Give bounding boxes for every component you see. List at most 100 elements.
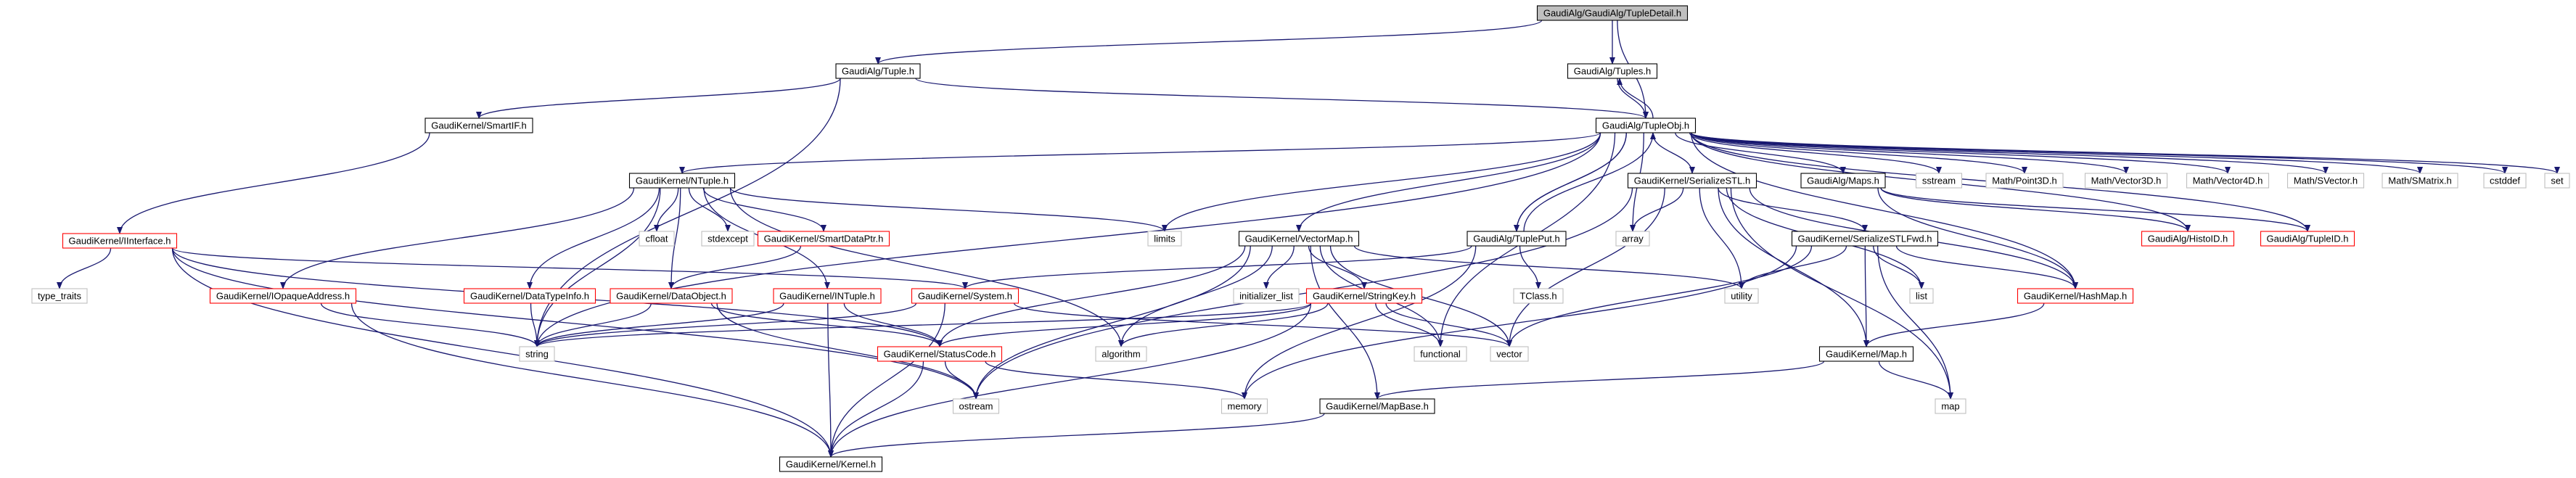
node-memory[interactable]: memory <box>1221 398 1268 414</box>
node-box <box>1095 346 1147 362</box>
node-label: GaudiKernel/SerializeSTL.h <box>1634 176 1750 186</box>
node-math-vector4d-h[interactable]: Math/Vector4D.h <box>2186 173 2270 189</box>
node-tclass-h[interactable]: TClass.h <box>1513 288 1564 304</box>
node-math-point3d-h[interactable]: Math/Point3D.h <box>1985 173 2064 189</box>
edge-tupleobj-to-sstream <box>1689 132 1942 174</box>
node-box <box>773 288 882 304</box>
node-math-vector3d-h[interactable]: Math/Vector3D.h <box>2084 173 2168 189</box>
node-initializer-list[interactable]: initializer_list <box>1233 288 1300 304</box>
node-gaudialg-tuples-h[interactable]: GaudiAlg/Tuples.h <box>1567 63 1658 79</box>
node-gaudikernel-vectormap-h[interactable]: GaudiKernel/VectorMap.h <box>1238 231 1360 247</box>
node-gaudikernel-statuscode-h[interactable]: GaudiKernel/StatusCode.h <box>877 346 1003 362</box>
node-label: limits <box>1154 234 1176 244</box>
node-label: GaudiKernel/Map.h <box>1826 349 1907 360</box>
node-ostream[interactable]: ostream <box>952 398 1000 414</box>
node-gaudikernel-datatypeinfo-h[interactable]: GaudiKernel/DataTypeInfo.h <box>463 288 596 304</box>
node-gaudikernel-map-h[interactable]: GaudiKernel/Map.h <box>1818 346 1914 362</box>
node-label: GaudiKernel/StringKey.h <box>1313 291 1416 302</box>
node-cstddef[interactable]: cstddef <box>2483 173 2527 189</box>
node-label: vector <box>1496 349 1522 360</box>
node-functional[interactable]: functional <box>1414 346 1467 362</box>
node-limits[interactable]: limits <box>1147 231 1182 247</box>
edge-tupleobj-to-smatrix <box>1690 132 2423 174</box>
node-label: GaudiKernel/HashMap.h <box>2024 291 2127 302</box>
node-label: GaudiKernel/Kernel.h <box>786 459 876 470</box>
node-gaudialg-tupleput-h[interactable]: GaudiAlg/TuplePut.h <box>1467 231 1567 247</box>
node-set[interactable]: set <box>2544 173 2570 189</box>
edge-intuple-to-statuscode <box>843 302 943 347</box>
node-vector[interactable]: vector <box>1490 346 1529 362</box>
node-string[interactable]: string <box>519 346 555 362</box>
node-gaudikernel-serializestlfwd-h[interactable]: GaudiKernel/SerializeSTLFwd.h <box>1791 231 1939 247</box>
edge-system-to-kernel <box>828 302 946 458</box>
edge-datatypeinfo-to-string <box>530 302 540 347</box>
node-box <box>2186 173 2270 189</box>
edge-serstl-to-serstlfwd <box>1718 187 1868 232</box>
node-gaudikernel-smartif-h[interactable]: GaudiKernel/SmartIF.h <box>424 118 533 133</box>
node-array[interactable]: array <box>1615 231 1650 247</box>
node-gaudikernel-mapbase-h[interactable]: GaudiKernel/MapBase.h <box>1319 398 1435 414</box>
node-math-smatrix-h[interactable]: Math/SMatrix.h <box>2382 173 2458 189</box>
edge-serstl-to-vector <box>1506 187 1665 347</box>
edge-ntuple-to-dataobject <box>668 187 681 289</box>
node-type-traits[interactable]: type_traits <box>31 288 88 304</box>
node-gaudikernel-kernel-h[interactable]: GaudiKernel/Kernel.h <box>779 456 883 472</box>
node-gaudialg-histoid-h[interactable]: GaudiAlg/HistoID.h <box>2141 231 2235 247</box>
node-label: sstream <box>1922 176 1956 186</box>
edge-statuscode-to-memory <box>985 360 1247 400</box>
edge-serstl-to-ostream <box>973 187 1633 400</box>
node-cfloat[interactable]: cfloat <box>639 231 675 247</box>
node-box <box>2084 173 2168 189</box>
edge-tupleobj-to-vector3d <box>1690 132 2129 174</box>
node-label: GaudiAlg/Maps.h <box>1807 176 1879 186</box>
edge-stringkey-to-kernel <box>828 302 1312 458</box>
edge-hashmap-to-map_h <box>1863 302 2045 347</box>
node-gaudialg-tuple-h[interactable]: GaudiAlg/Tuple.h <box>835 63 921 79</box>
node-label: GaudiAlg/Tuple.h <box>842 66 914 77</box>
edge-ntuple-to-cfloat <box>654 187 679 232</box>
node-box <box>1414 346 1467 362</box>
node-gaudialg-tupleid-h[interactable]: GaudiAlg/TupleID.h <box>2260 231 2355 247</box>
edge-vectormap-to-ostream <box>973 245 1251 400</box>
node-algorithm[interactable]: algorithm <box>1095 346 1147 362</box>
node-gaudikernel-ntuple-h[interactable]: GaudiKernel/NTuple.h <box>628 173 736 189</box>
node-label: GaudiKernel/INTuple.h <box>779 291 875 302</box>
node-box <box>1319 398 1435 414</box>
node-gaudikernel-smartdataptr-h[interactable]: GaudiKernel/SmartDataPtr.h <box>757 231 890 247</box>
node-label: GaudiKernel/DataObject.h <box>616 291 726 302</box>
edge-tupleobj-to-maps <box>1675 132 1846 174</box>
edge-tupleput-to-tupleobj <box>1523 132 1656 232</box>
node-gaudikernel-dataobject-h[interactable]: GaudiKernel/DataObject.h <box>610 288 733 304</box>
node-gaudialg-tupleobj-h[interactable]: GaudiAlg/TupleObj.h <box>1595 118 1697 133</box>
edge-interface-to-ostream <box>171 247 979 400</box>
edge-ntuple-to-algorithm <box>729 187 1124 347</box>
node-utility[interactable]: utility <box>1724 288 1759 304</box>
node-gaudikernel-iinterface-h[interactable]: GaudiKernel/IInterface.h <box>62 233 178 249</box>
edge-serstlfwd-to-map_h <box>1863 245 1869 347</box>
edge-tupleput-to-memory <box>1242 245 1477 400</box>
node-math-svector-h[interactable]: Math/SVector.h <box>2286 173 2365 189</box>
node-gaudikernel-stringkey-h[interactable]: GaudiKernel/StringKey.h <box>1305 288 1423 304</box>
node-gaudikernel-intuple-h[interactable]: GaudiKernel/INTuple.h <box>773 288 882 304</box>
node-label: array <box>1622 234 1644 244</box>
edge-ntuple-to-limits <box>729 187 1168 232</box>
node-label: GaudiKernel/MapBase.h <box>1326 401 1429 412</box>
node-gaudikernel-system-h[interactable]: GaudiKernel/System.h <box>911 288 1020 304</box>
node-stdexcept[interactable]: stdexcept <box>701 231 755 247</box>
edge-vectormap-to-utility <box>1353 245 1744 289</box>
node-list[interactable]: list <box>1909 288 1934 304</box>
node-map[interactable]: map <box>1935 398 1966 414</box>
node-gaudikernel-iopaqueaddress-h[interactable]: GaudiKernel/IOpaqueAddress.h <box>209 288 357 304</box>
node-gaudialg-maps-h[interactable]: GaudiAlg/Maps.h <box>1800 173 1886 189</box>
node-gaudialg-gaudialg-tupledetail-h[interactable]: GaudiAlg/GaudiAlg/TupleDetail.h <box>1536 5 1689 21</box>
edge-tupleobj-to-svector <box>1690 132 2329 174</box>
node-sstream[interactable]: sstream <box>1915 173 1963 189</box>
node-gaudikernel-serializestl-h[interactable]: GaudiKernel/SerializeSTL.h <box>1627 173 1757 189</box>
node-layer: GaudiAlg/GaudiAlg/TupleDetail.hGaudiAlg/… <box>31 5 2570 472</box>
node-label: GaudiKernel/SerializeSTLFwd.h <box>1798 234 1932 244</box>
node-gaudikernel-hashmap-h[interactable]: GaudiKernel/HashMap.h <box>2017 288 2134 304</box>
node-box <box>952 398 1000 414</box>
node-box <box>2483 173 2527 189</box>
node-box <box>757 231 890 247</box>
node-label: TClass.h <box>1519 291 1556 302</box>
